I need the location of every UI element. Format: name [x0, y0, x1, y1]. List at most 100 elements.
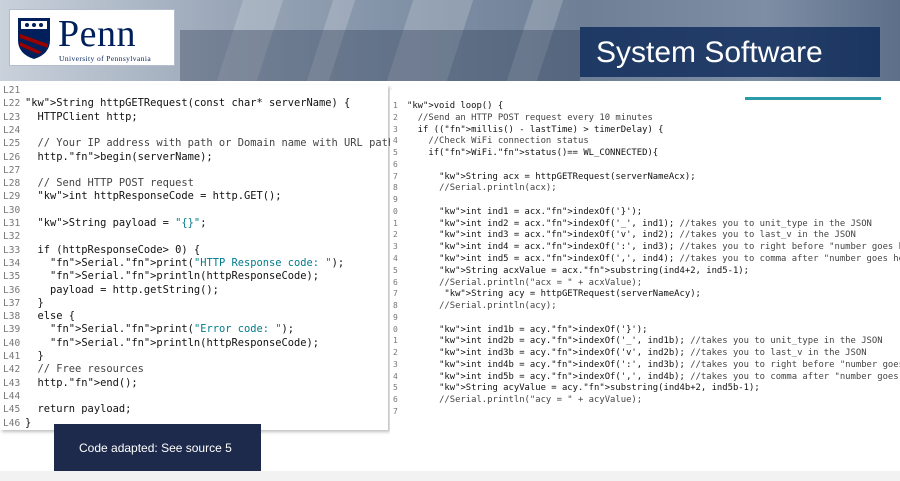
line-number: 1	[393, 101, 398, 110]
code-text: "kw">String acxValue = acx."fn">substrin…	[439, 265, 749, 276]
line-number: L37	[3, 297, 21, 309]
code-line: 1 "kw">void loop() {	[393, 101, 503, 111]
line-number: 8	[393, 301, 398, 311]
code-line: 4 "kw">int ind5 = acx."fn">indexOf(',', …	[393, 254, 900, 264]
line-number: 3	[393, 124, 398, 134]
penn-shield-icon	[18, 18, 50, 59]
code-text: else {	[25, 310, 76, 323]
code-text: "kw">int ind4b = acy."fn">indexOf(':', i…	[439, 359, 900, 370]
code-text: if (httpResponseCode> 0) {	[25, 243, 201, 256]
code-line: L28 // Send HTTP POST request	[3, 177, 194, 189]
line-number: L27	[3, 164, 21, 176]
code-line: L27	[3, 164, 25, 176]
code-line: L30	[3, 204, 25, 216]
code-line: L29 "kw">int httpResponseCode = http.GET…	[3, 190, 282, 202]
line-number: 4	[393, 371, 398, 381]
code-line: L43 http."fn">end();	[3, 377, 138, 389]
code-line: L41 }	[3, 350, 44, 362]
code-line: L23 HTTPClient http;	[3, 111, 138, 123]
code-text: "fn">Serial."fn">print("Error code: ");	[50, 323, 295, 336]
line-number: L44	[3, 390, 21, 402]
code-line: 9	[393, 313, 407, 323]
line-number: L32	[3, 231, 21, 243]
line-number: L23	[3, 111, 21, 123]
line-number: 7	[393, 407, 398, 417]
code-text: "kw">String payload = "{}";	[37, 217, 207, 229]
code-line: 8 //Serial.println(acx);	[393, 183, 557, 193]
line-number: L30	[3, 204, 21, 216]
code-text: "kw">int ind2b = acy."fn">indexOf('_', i…	[439, 336, 883, 347]
code-line: 5 "kw">String acyValue = acy."fn">substr…	[393, 383, 760, 393]
code-line: 2 //Send an HTTP POST request every 10 m…	[393, 113, 653, 123]
code-line: 7 "kw">String acy = httpGETRequest(serve…	[393, 289, 701, 299]
code-text: "kw">String httpGETRequest(const char* s…	[25, 97, 351, 110]
line-number: L28	[3, 178, 21, 190]
code-text: // Your IP address with path or Domain n…	[37, 137, 395, 150]
code-line: 1 "kw">int ind2 = acx."fn">indexOf('_', …	[393, 219, 872, 229]
code-text: "kw">int ind1b = acy."fn">indexOf('}');	[439, 324, 648, 335]
code-line: L36 payload = http.getString();	[3, 284, 219, 296]
line-number: 5	[393, 265, 398, 275]
code-text: //Check WiFi connection status	[428, 136, 589, 147]
code-line: 7	[393, 407, 407, 417]
code-text: "kw">String acyValue = acy."fn">substrin…	[439, 383, 760, 394]
code-text: "kw">int ind3b = acy."fn">indexOf('v', i…	[439, 348, 867, 359]
code-line: L45 return payload;	[3, 403, 131, 415]
code-line: L46}	[3, 417, 31, 429]
code-line: L33 if (httpResponseCode> 0) {	[3, 244, 200, 256]
line-number: 3	[393, 359, 398, 369]
line-number: 4	[393, 254, 398, 263]
code-line: L39 "fn">Serial."fn">print("Error code: …	[3, 323, 294, 335]
code-line: 4 //Check WiFi connection status	[393, 136, 589, 146]
code-text: }	[25, 416, 32, 429]
accent-line	[745, 97, 881, 100]
code-line: 2 "kw">int ind3b = acy."fn">indexOf('v',…	[393, 348, 867, 358]
line-number: 8	[393, 183, 398, 193]
code-line: L35 "fn">Serial."fn">println(httpRespons…	[3, 270, 319, 282]
line-number: 4	[393, 136, 398, 146]
code-text: "kw">int ind4 = acx."fn">indexOf(':', in…	[439, 242, 900, 253]
slide-bottom-edge	[0, 471, 900, 481]
code-text: if("fn">WiFi."fn">status()== WL_CONNECTE…	[407, 148, 659, 159]
code-line: L25 // Your IP address with path or Doma…	[3, 137, 394, 149]
code-line: 6 //Serial.println("acy = " + acyValue);	[393, 395, 642, 405]
line-number: 1	[393, 218, 398, 228]
code-line: 2 "kw">int ind3 = acx."fn">indexOf('v', …	[393, 230, 856, 240]
line-number: 5	[393, 148, 398, 158]
code-line: L44	[3, 390, 25, 402]
code-line: L22 "kw">String httpGETRequest(const char…	[3, 97, 350, 109]
code-line: L31 "kw">String payload = "{}";	[3, 217, 206, 229]
code-line: 0 "kw">int ind1b = acy."fn">indexOf('}')…	[393, 325, 647, 335]
code-text: }	[25, 350, 44, 362]
code-text: "kw">int ind1 = acx."fn">indexOf('}');	[439, 206, 643, 217]
code-line: L24	[3, 124, 25, 136]
code-text: //Serial.println("acy = " + acyValue);	[439, 395, 643, 406]
line-number: L46	[3, 417, 21, 429]
code-line: 3 if (("fn">millis() - lastTime) > timer…	[393, 125, 663, 135]
line-number: L40	[3, 337, 21, 349]
code-text: "fn">Serial."fn">println(httpResponseCod…	[50, 336, 320, 349]
code-text: http."fn">end();	[25, 376, 138, 389]
code-text: "kw">String acx = httpGETRequest(serverN…	[439, 171, 696, 182]
code-line: L38 else {	[3, 310, 75, 322]
banner-decoration	[180, 30, 580, 81]
code-text: payload = http.getString();	[25, 283, 219, 296]
code-text: "kw">void loop() {	[407, 101, 504, 111]
code-line: 9	[393, 195, 407, 205]
code-panel-right: 1 "kw">void loop() { 2 //Send an HTTP POST…	[390, 90, 900, 435]
line-number: L38	[3, 311, 21, 323]
line-number: L26	[3, 151, 21, 163]
line-number: L25	[3, 138, 21, 150]
line-number: L39	[3, 324, 21, 336]
code-line: L21	[3, 84, 25, 96]
line-number: 0	[393, 206, 398, 216]
code-line: 0 "kw">int ind1 = acx."fn">indexOf('}');	[393, 207, 642, 217]
code-text: // Free resources	[37, 363, 144, 376]
line-number: L22	[3, 98, 21, 110]
code-text: "kw">int ind3 = acx."fn">indexOf('v', in…	[439, 230, 856, 241]
code-text: "kw">int ind5 = acx."fn">indexOf(',', in…	[439, 254, 900, 264]
line-number: L34	[3, 257, 21, 269]
line-number: 5	[393, 383, 398, 393]
code-line: 5 "kw">String acxValue = acx."fn">substr…	[393, 266, 749, 276]
line-number: 1	[393, 336, 398, 346]
